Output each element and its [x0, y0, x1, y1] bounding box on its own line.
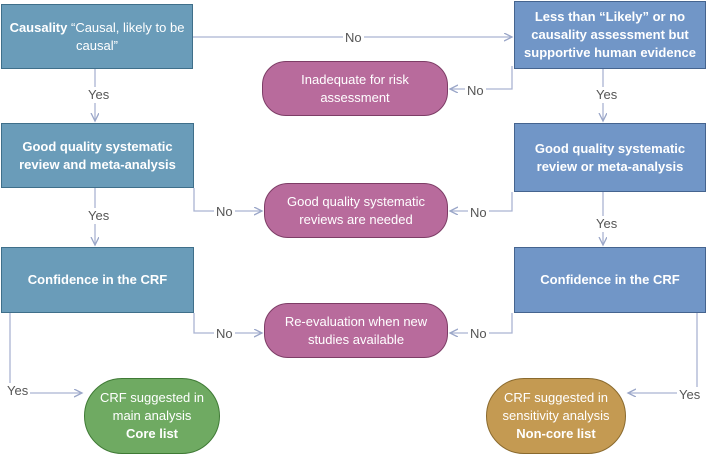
edge-label-no-top: No [343, 30, 364, 46]
non-core-list-label: Non-core list [516, 426, 596, 441]
edge-label-no-left-3: No [214, 326, 235, 342]
core-line1: CRF suggested in [99, 390, 205, 405]
left-systematic-review-box: Good quality systematic review and meta-… [1, 123, 194, 188]
edge-label-yes-left-1: Yes [86, 87, 112, 103]
less-than-likely-label: Less than “Likely” or no causality asses… [524, 9, 696, 60]
right-confidence-label: Confidence in the CRF [540, 272, 680, 287]
inadequate-label: Inadequate for risk assessment [301, 71, 409, 105]
edge-label-no-inadequate: No [465, 83, 486, 99]
core-line2: main analysis [112, 408, 192, 423]
right-confidence-box: Confidence in the CRF [514, 247, 706, 313]
re-evaluation-label: Re-evaluation when new studies available [284, 313, 428, 347]
edge-label-yes-right-1: Yes [594, 87, 620, 103]
edge-label-yes-core: Yes [5, 383, 31, 399]
reviews-needed-label: Good quality systematic reviews are need… [286, 193, 425, 227]
edge-label-yes-right-2: Yes [594, 216, 620, 232]
noncore-line2: sensitivity analysis [502, 408, 610, 423]
edge-label-yes-noncore: Yes [677, 387, 703, 403]
left-confidence-box: Confidence in the CRF [1, 247, 194, 313]
edge-label-no-right-3: No [468, 326, 489, 342]
left-confidence-label: Confidence in the CRF [27, 272, 168, 287]
core-list-terminal: CRF suggested in main analysis Core list [84, 378, 220, 454]
less-than-likely-box: Less than “Likely” or no causality asses… [514, 1, 706, 69]
core-list-label: Core list [125, 426, 178, 441]
reviews-needed-pill: Good quality systematic reviews are need… [264, 183, 448, 238]
right-systematic-review-label: Good quality systematic review or meta-a… [534, 140, 686, 174]
inadequate-pill: Inadequate for risk assessment [262, 61, 448, 116]
causality-bold-label: Causality [9, 19, 68, 35]
left-systematic-review-label: Good quality systematic review and meta-… [19, 138, 176, 172]
edge-label-no-left-2: No [214, 204, 235, 220]
causality-box: Causality “Causal, likely to be causal” [1, 4, 193, 69]
noncore-line1: CRF suggested in [503, 390, 609, 405]
non-core-list-terminal: CRF suggested in sensitivity analysis No… [486, 378, 626, 454]
edge-label-no-right-2: No [468, 205, 489, 221]
edge-label-yes-left-2: Yes [86, 208, 112, 224]
causality-rest-label: “Causal, likely to be causal” [67, 19, 185, 53]
re-evaluation-pill: Re-evaluation when new studies available [264, 303, 448, 358]
right-systematic-review-box: Good quality systematic review or meta-a… [514, 123, 706, 192]
